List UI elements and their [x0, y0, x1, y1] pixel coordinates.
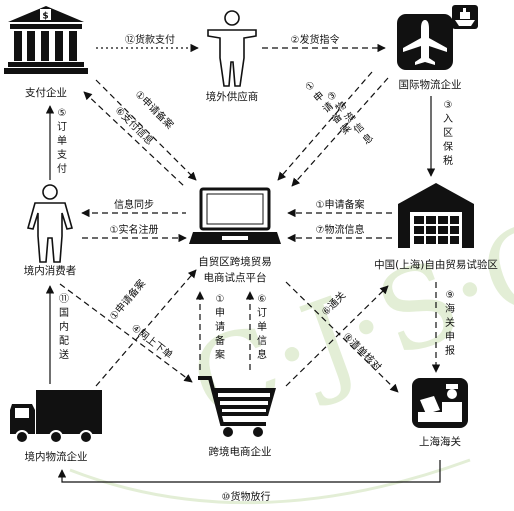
watermark-arc [69, 458, 471, 505]
label-e5: ⑤ 订 单 支 付 [57, 108, 67, 175]
node-shanghai-ftz: 中国(上海)自由贸易试验区 [374, 258, 498, 271]
svg-text:①: ① [216, 294, 225, 305]
svg-text:单: 单 [57, 135, 67, 147]
svg-text:订: 订 [57, 121, 67, 133]
node-cross-border-ecommerce: 跨境电商企业 [209, 445, 272, 458]
consumer-person-icon [26, 184, 74, 263]
svg-text:案: 案 [215, 348, 225, 361]
svg-text:配: 配 [59, 335, 69, 347]
node-platform-line2: 电商试点平台 [204, 271, 267, 284]
node-platform-line1: 自贸区跨境贸易 [198, 255, 272, 268]
edge-line-10 [57, 460, 441, 483]
customs-officer-icon [412, 378, 468, 428]
node-intl-logistics: 国际物流企业 [399, 78, 462, 91]
svg-text:海: 海 [445, 302, 455, 315]
svg-text:信: 信 [351, 121, 366, 137]
edge-line-1b [277, 71, 373, 181]
svg-text:$: $ [42, 12, 48, 22]
edge-line-8a [285, 285, 389, 387]
svg-text:⑤: ⑤ [58, 108, 67, 119]
node-overseas-supplier: 境外供应商 [206, 90, 259, 103]
svg-text:申: 申 [215, 306, 225, 319]
label-e7: ⑦物流信息 [316, 223, 365, 236]
svg-text:息: 息 [257, 348, 267, 361]
svg-text:单: 单 [257, 321, 267, 333]
warehouse-icon [398, 183, 474, 248]
svg-text:入: 入 [443, 114, 453, 125]
svg-text:税: 税 [443, 154, 453, 167]
svg-text:付: 付 [57, 162, 67, 175]
node-shanghai-customs: 上海海关 [419, 435, 461, 448]
supplier-person-icon [207, 10, 257, 87]
svg-text:保: 保 [443, 140, 453, 153]
svg-text:申: 申 [445, 330, 455, 343]
label-e3: ③ 入 区 保 税 [443, 100, 453, 167]
label-e11: ⑪ 国 内 配 送 [59, 293, 69, 361]
svg-text:③: ③ [444, 100, 453, 111]
label-e9: ⑨ 海 关 申 报 [445, 290, 455, 357]
label-sync: 信息同步 [114, 198, 154, 211]
node-payment-enterprise: 支付企业 [25, 86, 67, 99]
bank-icon: $ [4, 6, 88, 74]
shopping-cart-icon [198, 376, 276, 437]
svg-text:内: 内 [59, 320, 69, 333]
svg-text:报: 报 [445, 344, 455, 357]
label-e1d: ①申请备案 [316, 198, 365, 211]
airplane-icon [397, 14, 453, 70]
edge-line-6a [83, 91, 185, 187]
ship-badge-icon [452, 5, 478, 29]
edge-line-8b [285, 281, 399, 393]
label-e4: ④网上下单 [129, 322, 175, 362]
label-e1e: ①申请备案 [107, 277, 148, 323]
laptop-icon [189, 187, 281, 244]
label-e1f: ① 申 请 备 案 [215, 294, 225, 361]
svg-text:信: 信 [257, 335, 267, 347]
edge-line-1e [95, 269, 197, 387]
edge-line-3b [291, 77, 389, 187]
svg-text:送: 送 [59, 348, 69, 361]
node-domestic-consumer: 境内消费者 [24, 264, 77, 277]
label-e2: ②发货指令 [291, 33, 340, 46]
svg-text:①: ① [303, 80, 317, 94]
label-e6b: ⑥ 订 单 信 息 [257, 294, 267, 361]
svg-text:国: 国 [59, 307, 69, 319]
label-e1c: ①实名注册 [110, 223, 159, 236]
svg-text:支: 支 [57, 149, 67, 161]
node-domestic-logistics: 境内物流企业 [25, 450, 88, 463]
edge-line-1a [95, 79, 197, 181]
svg-text:⑪: ⑪ [59, 293, 69, 305]
truck-icon [10, 390, 102, 444]
edge-line-4 [59, 283, 193, 383]
svg-text:请: 请 [215, 320, 225, 333]
svg-text:关: 关 [445, 316, 455, 329]
label-e10: ⑩货物放行 [222, 490, 271, 503]
label-e12: ⑫货款支付 [125, 33, 175, 46]
svg-text:区: 区 [443, 127, 453, 139]
svg-text:备: 备 [215, 334, 225, 347]
svg-text:订: 订 [257, 307, 267, 319]
svg-text:⑥: ⑥ [258, 294, 267, 305]
svg-text:⑨: ⑨ [446, 290, 455, 301]
